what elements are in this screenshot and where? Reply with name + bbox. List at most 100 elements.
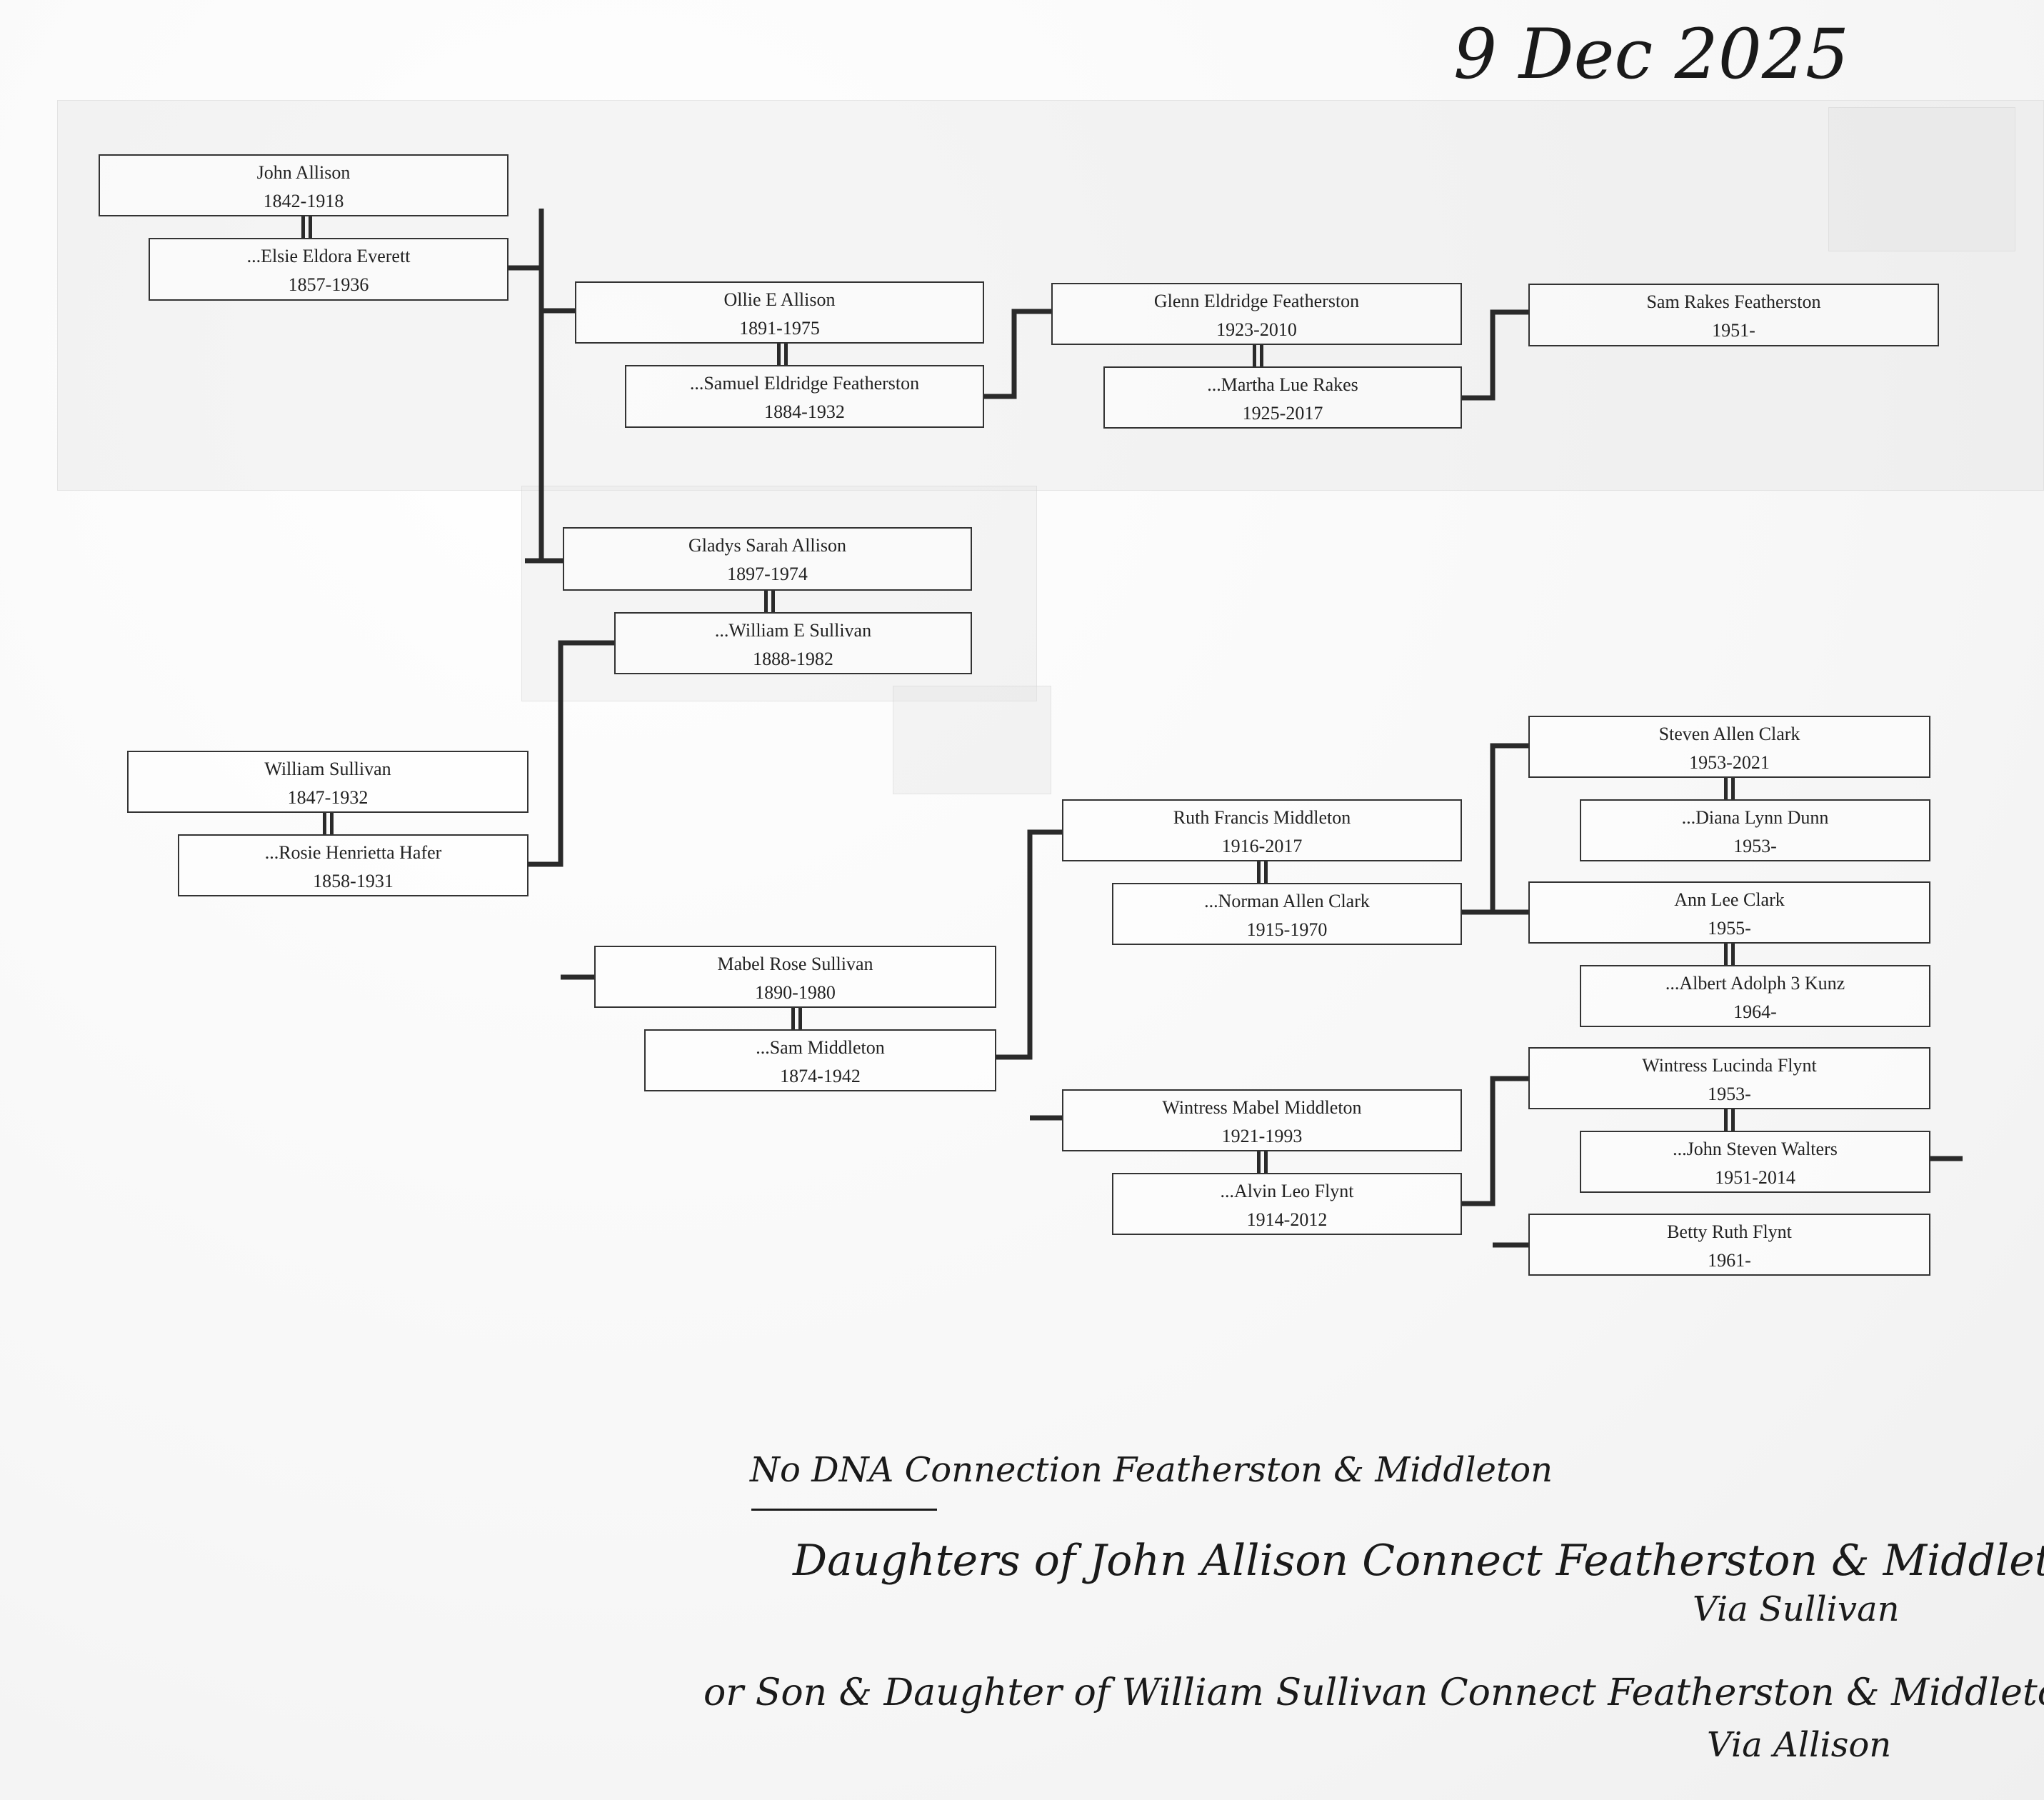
person-name: Gladys Sarah Allison (688, 535, 846, 556)
connector (528, 640, 614, 980)
person-years: 1955- (1708, 918, 1751, 939)
person-name: ...Alvin Leo Flynt (1220, 1181, 1354, 1201)
note-son-and-daughter-of-william-sullivan: or Son & Daughter of William Sullivan Co… (703, 1671, 2044, 1714)
person-years: 1858-1931 (313, 871, 394, 891)
connector (509, 209, 575, 564)
person-years: 1964- (1733, 1001, 1777, 1022)
person-name: John Allison (256, 162, 351, 183)
person-years: 1921-1993 (1221, 1126, 1303, 1146)
person-name: Glenn Eldridge Featherston (1153, 291, 1360, 311)
person-years: 1923-2010 (1216, 319, 1297, 340)
note-via-sullivan: Via Sullivan (1693, 1589, 1900, 1629)
person-name: ...John Steven Walters (1673, 1139, 1838, 1159)
marriage-bar (771, 591, 775, 612)
person-wintress-mabel-middleton: Wintress Mabel Middleton 1921-1993 (1062, 1089, 1462, 1151)
marriage-bar (1264, 1151, 1268, 1173)
marriage-bar (798, 1008, 802, 1029)
person-years: 1891-1975 (739, 318, 820, 339)
marriage-bar (330, 813, 334, 834)
person-name: ...William E Sullivan (714, 620, 872, 641)
person-samuel-eldridge-featherston: ...Samuel Eldridge Featherston 1884-1932 (625, 365, 984, 428)
marriage-bar (309, 216, 312, 238)
person-william-e-sullivan: ...William E Sullivan 1888-1982 (614, 612, 972, 674)
person-mabel-rose-sullivan: Mabel Rose Sullivan 1890-1980 (594, 946, 996, 1008)
person-years: 1857-1936 (288, 274, 369, 295)
note-via-allison: Via Allison (1707, 1725, 1892, 1765)
connector (996, 829, 1062, 1121)
person-ruth-francis-middleton: Ruth Francis Middleton 1916-2017 (1062, 799, 1462, 861)
person-john-allison: John Allison 1842-1918 (99, 154, 509, 216)
person-name: ...Sam Middleton (756, 1037, 885, 1058)
note-daughters-of-john-allison: Daughters of John Allison Connect Feathe… (793, 1536, 2044, 1586)
person-william-sullivan: William Sullivan 1847-1932 (127, 751, 528, 813)
marriage-bar (1253, 345, 1256, 366)
person-norman-allen-clark: ...Norman Allen Clark 1915-1970 (1112, 883, 1462, 945)
person-years: 1888-1982 (753, 649, 833, 669)
person-name: ...Martha Lue Rakes (1207, 374, 1358, 395)
marriage-bar (323, 813, 326, 834)
person-years: 1925-2017 (1242, 403, 1323, 424)
person-years: 1915-1970 (1246, 919, 1328, 940)
person-betty-ruth-flynt: Betty Ruth Flynt 1961- (1528, 1214, 1930, 1276)
person-years: 1847-1932 (287, 787, 369, 808)
person-glenn-eldridge-featherston: Glenn Eldridge Featherston 1923-2010 (1051, 283, 1462, 345)
person-years: 1916-2017 (1221, 836, 1303, 856)
person-name: ...Elsie Eldora Everett (246, 246, 411, 266)
person-martha-lue-rakes: ...Martha Lue Rakes 1925-2017 (1103, 366, 1462, 429)
person-name: Ann Lee Clark (1674, 889, 1785, 910)
marriage-bar (1264, 861, 1268, 883)
person-sam-middleton: ...Sam Middleton 1874-1942 (644, 1029, 996, 1091)
person-alvin-leo-flynt: ...Alvin Leo Flynt 1914-2012 (1112, 1173, 1462, 1235)
person-years: 1890-1980 (755, 982, 836, 1003)
marriage-bar (764, 591, 768, 612)
person-name: Betty Ruth Flynt (1667, 1221, 1792, 1242)
marriage-bar (1731, 944, 1735, 965)
person-years: 1951-2014 (1715, 1167, 1795, 1188)
person-name: ...Samuel Eldridge Featherston (689, 373, 920, 394)
marriage-bar (1731, 1109, 1735, 1131)
marriage-bar (1724, 944, 1728, 965)
person-years: 1953- (1708, 1084, 1751, 1104)
person-years: 1897-1974 (727, 564, 808, 584)
underline (751, 1509, 937, 1511)
marriage-bar (301, 216, 305, 238)
person-years: 1951- (1712, 320, 1755, 341)
person-name: Wintress Lucinda Flynt (1642, 1055, 1817, 1076)
person-albert-adolph-kunz: ...Albert Adolph 3 Kunz 1964- (1580, 965, 1930, 1027)
marriage-bar (1731, 778, 1735, 799)
person-name: Mabel Rose Sullivan (717, 954, 873, 974)
person-name: ...Albert Adolph 3 Kunz (1665, 973, 1845, 994)
person-name: William Sullivan (264, 759, 391, 779)
person-years: 1914-2012 (1246, 1209, 1328, 1230)
marriage-bar (791, 1008, 795, 1029)
person-years: 1842-1918 (263, 191, 344, 211)
marriage-bar (1257, 1151, 1261, 1173)
person-name: Sam Rakes Featherston (1646, 291, 1821, 312)
person-wintress-lucinda-flynt: Wintress Lucinda Flynt 1953- (1528, 1047, 1930, 1109)
person-john-steven-walters: ...John Steven Walters 1951-2014 (1580, 1131, 1930, 1193)
tape-strip (893, 686, 1051, 794)
marriage-bar (1257, 861, 1261, 883)
date-note: 9 Dec 2025 (1453, 14, 1849, 94)
person-ann-lee-clark: Ann Lee Clark 1955- (1528, 881, 1930, 944)
connector (984, 309, 1051, 399)
person-years: 1961- (1708, 1250, 1751, 1271)
person-name: Steven Allen Clark (1658, 724, 1800, 744)
person-years: 1884-1932 (764, 401, 845, 422)
person-sam-rakes-featherston: Sam Rakes Featherston 1951- (1528, 284, 1939, 346)
marriage-bar (777, 344, 781, 365)
connector (1462, 1076, 1528, 1248)
marriage-bar (1260, 345, 1263, 366)
marriage-bar (784, 344, 788, 365)
person-ollie-e-allison: Ollie E Allison 1891-1975 (575, 281, 984, 344)
connector (1462, 309, 1528, 401)
person-years: 1874-1942 (780, 1066, 861, 1086)
person-diana-lynn-dunn: ...Diana Lynn Dunn 1953- (1580, 799, 1930, 861)
person-name: ...Rosie Henrietta Hafer (264, 842, 442, 863)
person-elsie-eldora-everett: ...Elsie Eldora Everett 1857-1936 (149, 238, 509, 301)
person-name: Ollie E Allison (723, 289, 836, 310)
person-name: Wintress Mabel Middleton (1162, 1097, 1362, 1118)
person-years: 1953-2021 (1689, 752, 1770, 773)
